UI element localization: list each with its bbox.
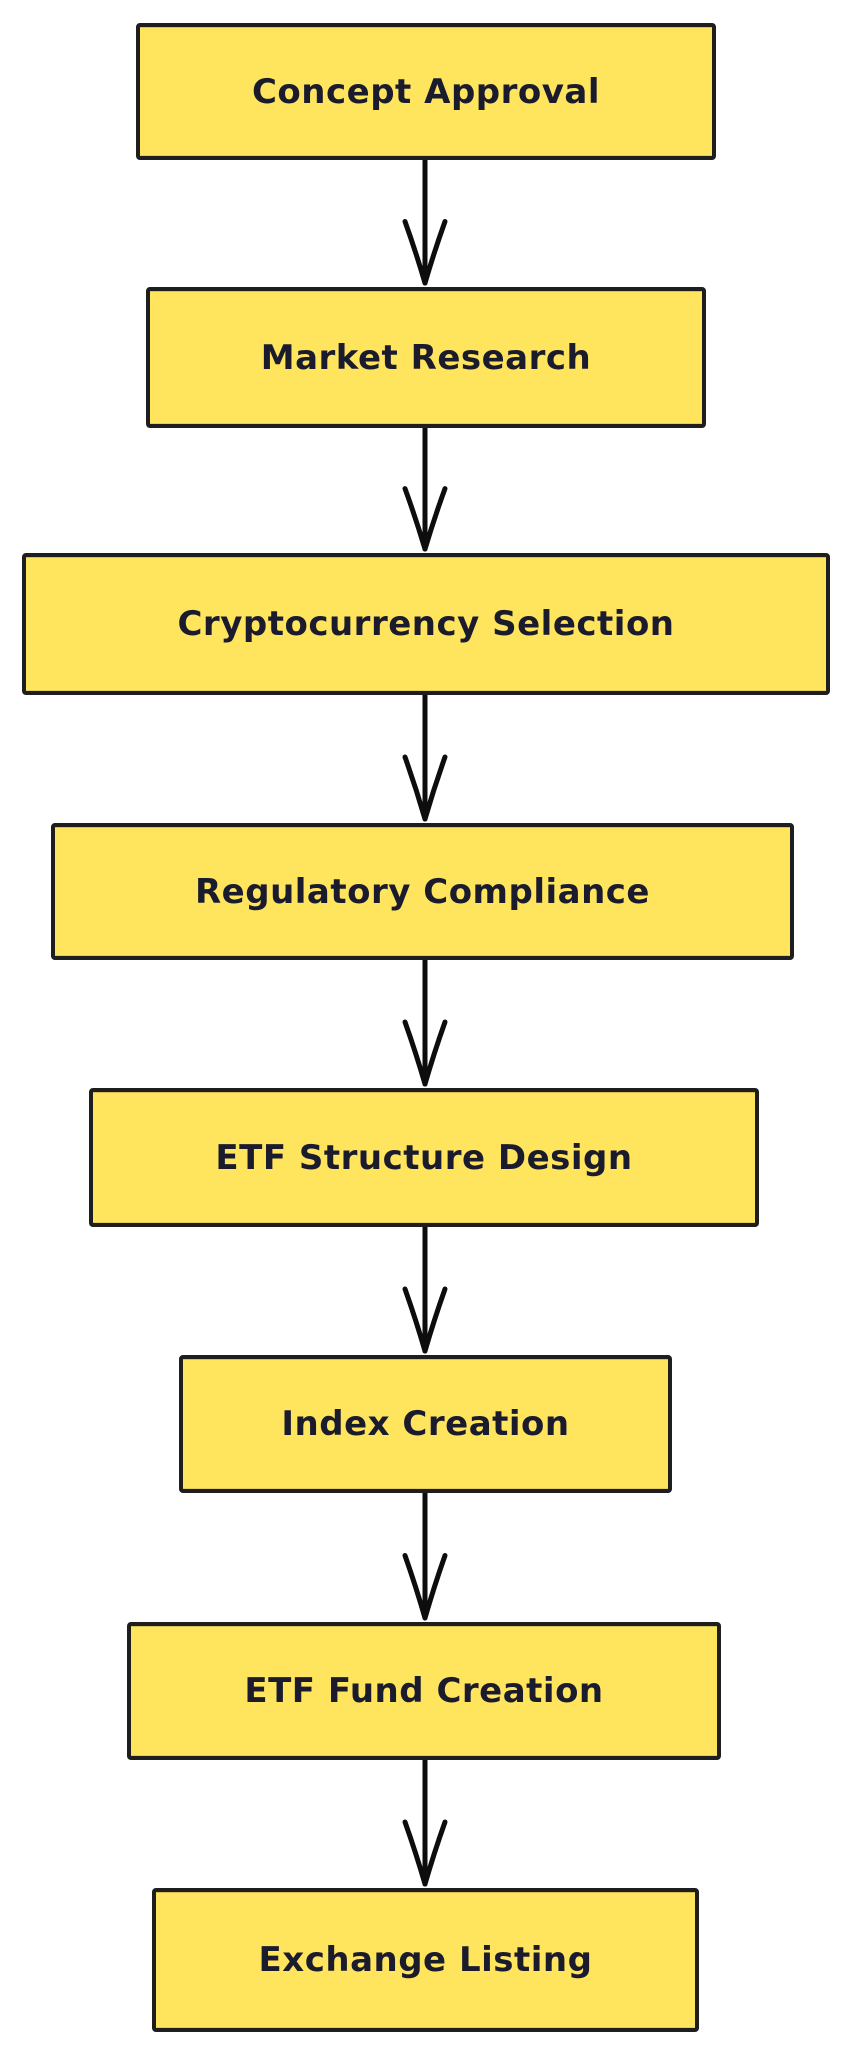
step-box-concept-approval: Concept Approval — [136, 23, 716, 160]
down-arrow-icon — [402, 160, 448, 286]
down-arrow-icon — [402, 1493, 448, 1621]
down-arrow-icon — [402, 428, 448, 552]
down-arrow-icon — [402, 1227, 448, 1354]
step-box-etf-structure-design: ETF Structure Design — [89, 1088, 759, 1227]
step-label: Regulatory Compliance — [194, 871, 650, 912]
step-box-regulatory-compliance: Regulatory Compliance — [51, 823, 794, 960]
step-box-market-research: Market Research — [146, 287, 706, 428]
step-label: Cryptocurrency Selection — [177, 604, 675, 644]
step-box-exchange-listing: Exchange Listing — [152, 1888, 699, 2032]
step-box-cryptocurrency-selection: Cryptocurrency Selection — [22, 553, 830, 695]
down-arrow-icon — [402, 1760, 448, 1887]
down-arrow-icon — [402, 960, 448, 1087]
down-arrow-icon — [402, 695, 448, 822]
step-label: ETF Structure Design — [215, 1137, 633, 1178]
step-label: Index Creation — [281, 1404, 570, 1444]
step-label: Market Research — [260, 337, 592, 378]
step-box-etf-fund-creation: ETF Fund Creation — [127, 1622, 721, 1760]
step-label: Concept Approval — [251, 71, 601, 112]
step-box-index-creation: Index Creation — [179, 1355, 672, 1493]
step-label: Exchange Listing — [258, 1940, 593, 1980]
step-label: ETF Fund Creation — [244, 1671, 604, 1711]
